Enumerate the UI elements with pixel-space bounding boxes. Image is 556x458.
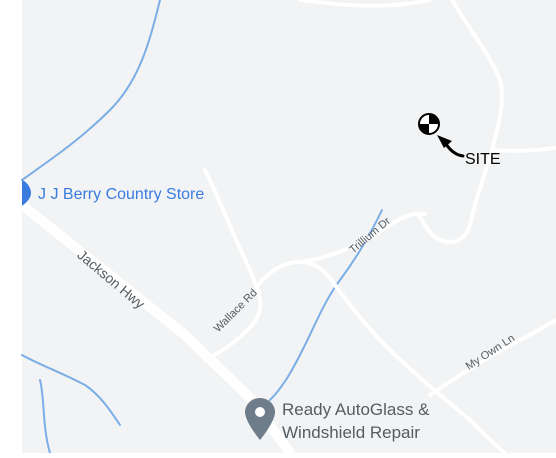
road-east-spur (490, 146, 556, 153)
streams (21, 0, 383, 454)
poi-repair-label-line2[interactable]: Windshield Repair (282, 423, 420, 442)
poi-store[interactable]: J J Berry Country Store (22, 180, 204, 206)
minor-roads (203, 0, 556, 455)
stream-north (21, 0, 161, 181)
stream-southwest-1 (21, 354, 121, 426)
store-pin-icon (22, 180, 31, 206)
road-wallace (203, 168, 263, 362)
stream-southwest-2 (39, 379, 51, 454)
location-pin-icon (245, 398, 275, 440)
poi-repair-label-line1[interactable]: Ready AutoGlass & (282, 400, 430, 419)
stream-trillium (269, 209, 383, 401)
site-label: SITE (465, 151, 501, 168)
poi-store-label[interactable]: J J Berry Country Store (38, 186, 204, 203)
road-top-left (298, 0, 432, 8)
site-arrow-icon (444, 142, 465, 158)
road-wallace-east (256, 260, 507, 455)
poi-repair-shop[interactable]: Ready AutoGlass & Windshield Repair (245, 398, 430, 442)
map-land (22, 0, 556, 453)
road-north-curve (416, 0, 504, 244)
site-marker[interactable]: SITE (418, 113, 501, 168)
target-crosshair-icon (418, 113, 440, 135)
road-trillium (298, 211, 427, 264)
site-arrowhead-icon (437, 135, 452, 148)
road-my-own-ln (428, 318, 556, 397)
